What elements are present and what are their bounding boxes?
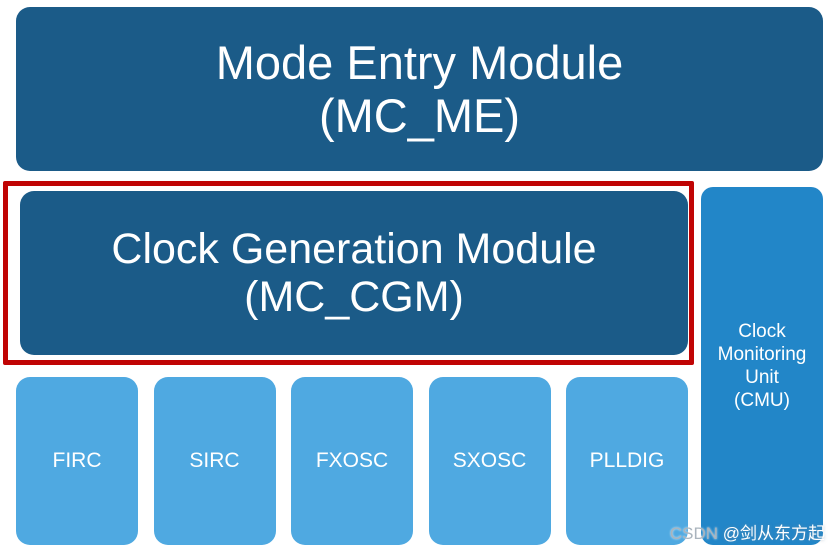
clock-source-sxosc-label: SXOSC bbox=[452, 449, 527, 472]
clock-monitoring-unit-block: Clock Monitoring Unit (CMU) bbox=[701, 187, 823, 545]
cmu-title-line3: Unit bbox=[745, 367, 779, 388]
clock-generation-module-title-line2: (MC_CGM) bbox=[244, 273, 464, 321]
cmu-title-line1: Clock bbox=[738, 321, 786, 342]
clock-source-sxosc: SXOSC bbox=[428, 377, 551, 545]
clock-source-sirc: SIRC bbox=[153, 377, 276, 545]
clock-source-plldig-label: PLLDIG bbox=[589, 449, 665, 472]
clock-generation-module-block: Clock Generation Module (MC_CGM) bbox=[20, 191, 688, 355]
clock-source-firc-label: FIRC bbox=[52, 449, 102, 472]
clock-source-firc: FIRC bbox=[16, 377, 138, 545]
clock-sources-row: FIRC SIRC FXOSC SXOSC PLLDIG bbox=[16, 377, 688, 545]
mode-entry-module-block: Mode Entry Module (MC_ME) bbox=[16, 7, 823, 171]
cmu-title-line4: (CMU) bbox=[734, 390, 790, 411]
clock-source-sirc-label: SIRC bbox=[189, 449, 240, 472]
mode-entry-module-title-line2: (MC_ME) bbox=[318, 89, 521, 142]
cmu-title-line2: Monitoring bbox=[717, 344, 807, 365]
clock-source-plldig: PLLDIG bbox=[566, 377, 688, 545]
clock-generation-module-title-line1: Clock Generation Module bbox=[111, 225, 597, 273]
mode-entry-module-title-line1: Mode Entry Module bbox=[215, 36, 624, 89]
clock-source-fxosc: FXOSC bbox=[291, 377, 413, 545]
clock-source-fxosc-label: FXOSC bbox=[315, 449, 389, 472]
highlight-outline bbox=[3, 181, 694, 365]
